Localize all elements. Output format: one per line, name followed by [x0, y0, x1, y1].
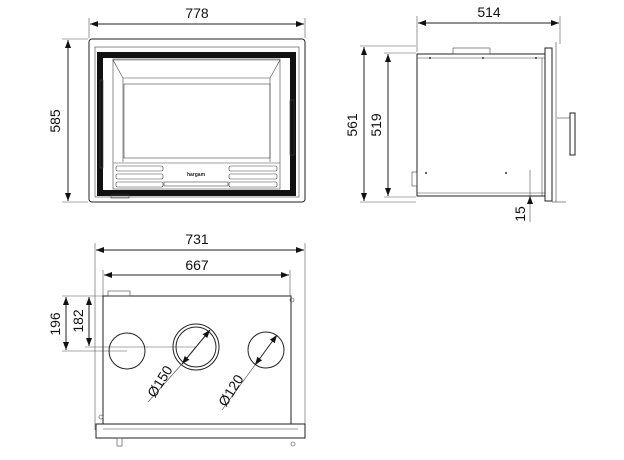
air-inlet-diameter-label: Ø120: [215, 371, 247, 409]
outlet-offset-label: 196: [47, 312, 63, 336]
front-view: 778 585 hargam: [47, 5, 306, 203]
side-height-label: 561: [344, 113, 360, 137]
door-handle: [569, 112, 576, 156]
air-inlet-left: [108, 332, 146, 370]
top-inner-width-label: 667: [185, 257, 209, 273]
front-plate-top: [95, 423, 306, 439]
inner-offset-label: 182: [70, 309, 86, 333]
side-offset-label: 15: [512, 206, 528, 222]
outer-frame: [88, 38, 306, 203]
top-view: 731 667 196 182 Ø150 Ø120: [47, 231, 306, 447]
side-view: 514 561 519 15: [344, 4, 576, 222]
top-tab: [452, 47, 491, 55]
firebox-top: [102, 295, 292, 425]
air-inlet-right: [247, 331, 285, 369]
side-depth-label: 514: [477, 4, 501, 20]
front-plate: [544, 47, 553, 202]
brand-logo: hargam: [187, 172, 206, 178]
glass-window: [123, 83, 271, 159]
air-grille-right: [228, 165, 278, 188]
side-inner-height-label: 519: [368, 113, 384, 137]
top-width-label: 731: [185, 231, 209, 247]
front-width-label: 778: [185, 5, 209, 21]
front-height-label: 585: [47, 109, 63, 133]
flue-outlet: [172, 323, 220, 371]
flue-diameter-label: Ø150: [144, 362, 176, 400]
firebox-body: [416, 53, 546, 197]
air-grille-left: [115, 165, 164, 188]
